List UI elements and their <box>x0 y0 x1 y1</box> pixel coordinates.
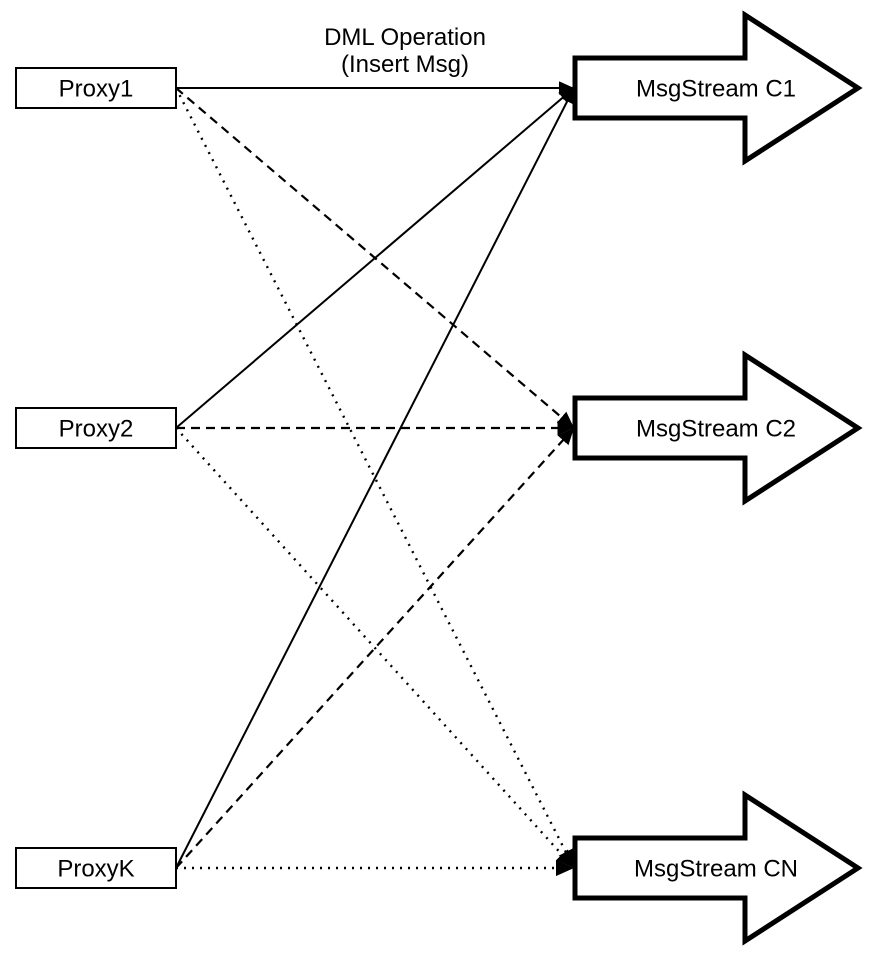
c1-arrow-shape <box>572 10 863 166</box>
edge-proxy1-to-cn <box>174 87 576 869</box>
cn-arrow-shape <box>572 790 863 946</box>
c2-label: MsgStream C2 <box>636 416 796 443</box>
diagram-title-line1: DML Operation <box>324 24 486 51</box>
proxy-node-proxyk: ProxyK <box>15 847 177 889</box>
edge-proxy2-to-cn <box>175 427 575 869</box>
stream-node-cn: MsgStream CN <box>572 790 863 946</box>
c1-label: MsgStream C1 <box>636 76 796 103</box>
edge-proxyk-to-c1 <box>175 87 575 869</box>
proxyk-label: ProxyK <box>57 856 134 883</box>
edge-proxy1-to-c2 <box>175 87 575 429</box>
stream-node-c2: MsgStream C2 <box>572 350 863 506</box>
diagram-title-line2: (Insert Msg) <box>341 51 469 78</box>
cn-label: MsgStream CN <box>634 856 798 883</box>
proxy1-box <box>15 67 177 109</box>
diagram-title: DML Operation (Insert Msg) <box>324 24 486 78</box>
edge-layer <box>174 81 576 877</box>
proxy-node-proxy1: Proxy1 <box>15 67 177 109</box>
proxy2-box <box>15 407 177 449</box>
edge-proxyk-to-c2 <box>175 427 575 869</box>
proxy-node-proxy2: Proxy2 <box>15 407 177 449</box>
c2-arrow-shape <box>572 350 863 506</box>
proxyk-box <box>15 847 177 889</box>
proxy1-label: Proxy1 <box>59 76 134 103</box>
stream-node-c1: MsgStream C1 <box>572 10 863 166</box>
proxy2-label: Proxy2 <box>59 416 134 443</box>
